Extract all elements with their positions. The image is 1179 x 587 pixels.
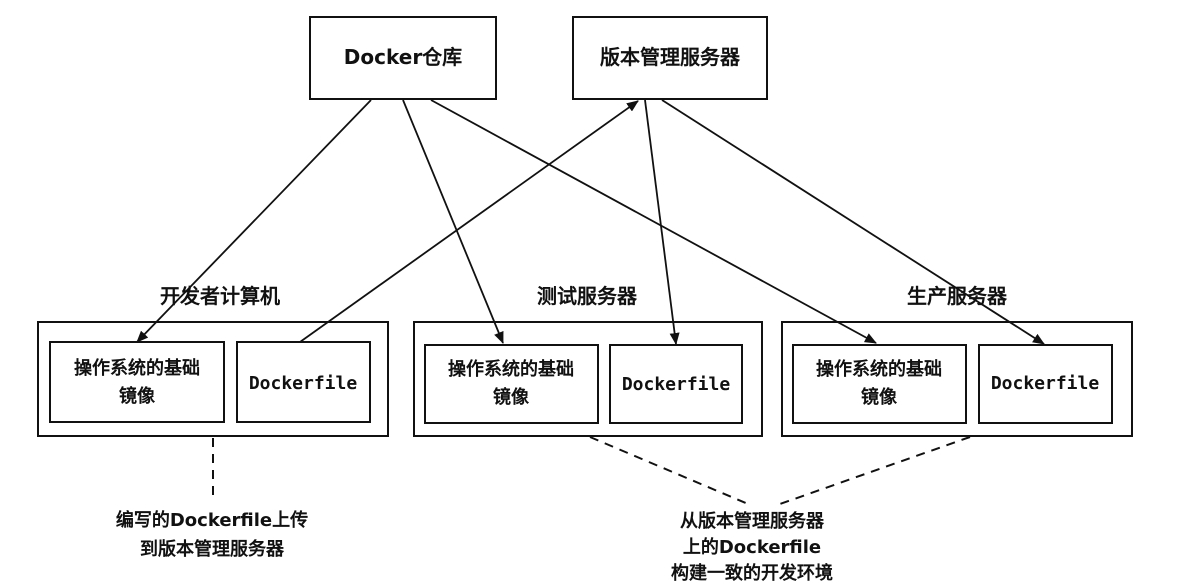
production-dockerfile-label: Dockerfile	[991, 373, 1100, 394]
test-base-image-label-1: 操作系统的基础	[448, 358, 574, 380]
docker-repo-box	[309, 16, 497, 100]
developer-base-image-label-1: 操作系统的基础	[74, 357, 200, 379]
upload-note-line-1: 编写的Dockerfile上传	[116, 509, 308, 531]
arrow-vcs-to-production-dockerfile	[661, 99, 1045, 345]
vcs-server-label: 版本管理服务器	[600, 45, 741, 69]
consistent-note-line-3: 构建一致的开发环境	[671, 562, 833, 584]
docker-repo-label: Docker仓库	[344, 45, 462, 69]
dashed-production-note-connector	[779, 436, 971, 505]
consistent-note-line-1: 从版本管理服务器	[680, 510, 825, 532]
arrow-repo-to-test-image	[402, 99, 504, 344]
group-title-developer: 开发者计算机	[160, 284, 280, 308]
arrow-vcs-to-test-dockerfile	[644, 99, 680, 345]
developer-base-image-label-2: 镜像	[119, 385, 156, 407]
upload-note-line-2: 到版本管理服务器	[140, 538, 285, 560]
developer-dockerfile-box	[236, 341, 371, 423]
developer-dockerfile-label: Dockerfile	[249, 373, 358, 394]
developer-base-image-box	[49, 341, 225, 423]
consistent-note-line-2: 上的Dockerfile	[683, 536, 821, 558]
arrow-repo-to-production-image	[430, 99, 877, 344]
arrow-developer-dockerfile-to-vcs	[299, 100, 639, 343]
arrow-repo-to-developer-image	[136, 99, 372, 343]
production-dockerfile-box	[978, 344, 1113, 424]
group-title-production: 生产服务器	[907, 284, 1008, 308]
production-base-image-label-1: 操作系统的基础	[816, 358, 942, 380]
test-base-image-label-2: 镜像	[493, 386, 530, 408]
dashed-test-note-connector	[589, 436, 749, 505]
test-dockerfile-box	[609, 344, 743, 424]
test-base-image-box	[424, 344, 599, 424]
group-title-test: 测试服务器	[537, 284, 638, 308]
production-base-image-label-2: 镜像	[861, 386, 898, 408]
production-base-image-box	[792, 344, 967, 424]
vcs-server-box	[572, 16, 768, 100]
test-dockerfile-label: Dockerfile	[622, 374, 731, 395]
